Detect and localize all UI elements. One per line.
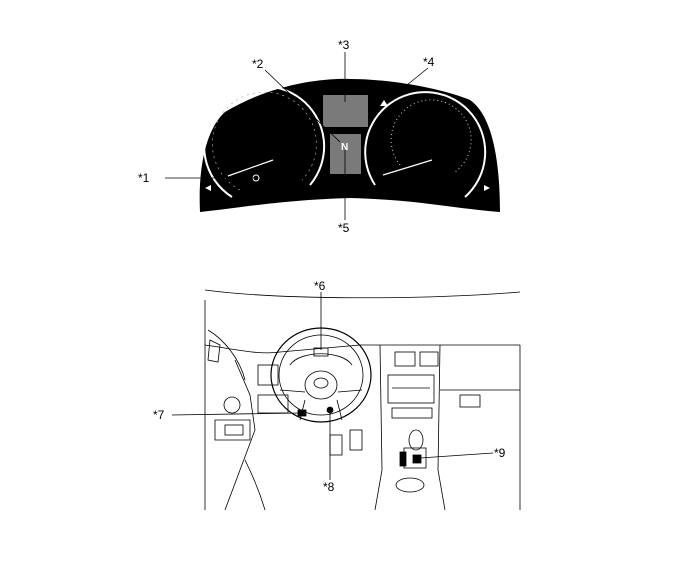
instrument-cluster: N (199, 78, 500, 212)
callout-4: *4 (423, 55, 435, 69)
turn-left-indicator-icon (205, 185, 211, 191)
callout-1: *1 (138, 171, 150, 185)
turn-right-indicator-icon (484, 185, 490, 191)
tachometer (364, 91, 487, 198)
callout-5: *5 (338, 221, 350, 235)
callout-7: *7 (153, 408, 165, 422)
vehicle-interior (204, 289, 521, 511)
shift-position-display (330, 134, 361, 174)
multi-information-display (323, 95, 368, 127)
callout-9: *9 (494, 446, 506, 460)
warning-icon (380, 100, 388, 106)
callout-2: *2 (252, 57, 264, 71)
callout-6: *6 (314, 279, 326, 293)
callout-3: *3 (338, 38, 350, 52)
svg-text:N: N (341, 142, 348, 153)
callout-8: *8 (323, 480, 335, 494)
